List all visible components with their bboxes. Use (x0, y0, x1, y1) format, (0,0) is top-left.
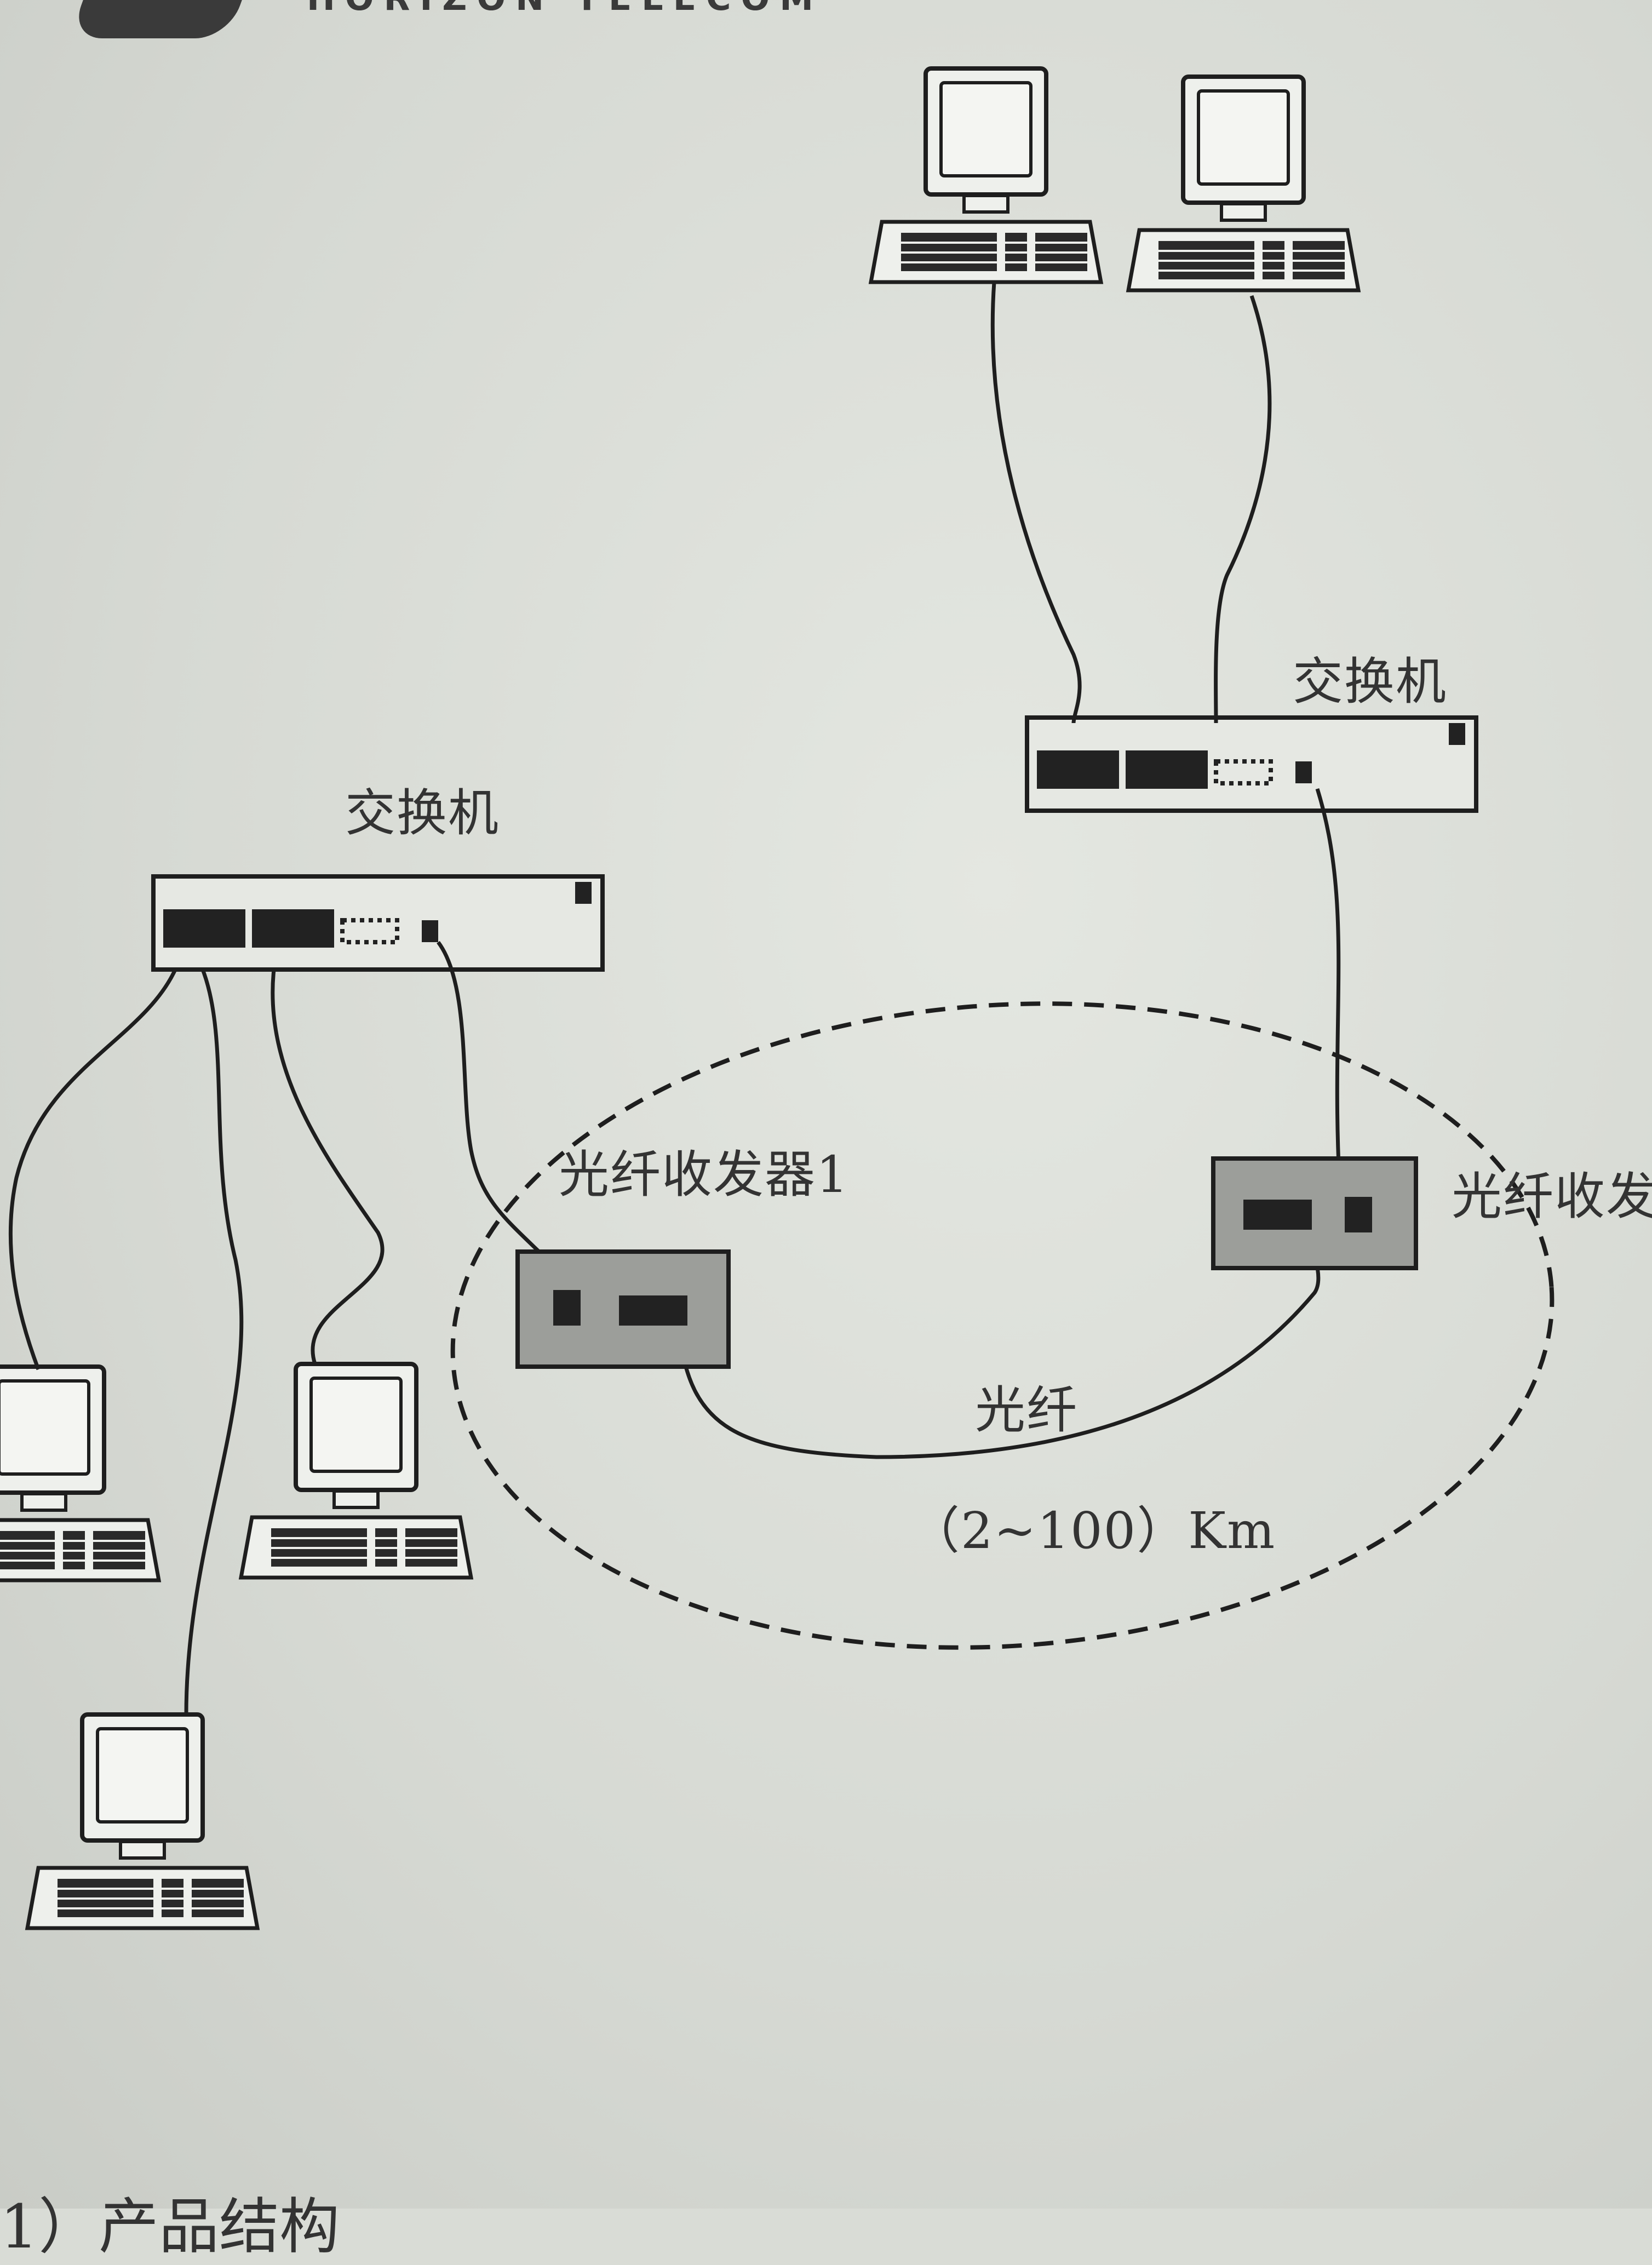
computer-icon (1128, 77, 1358, 290)
switch-icon (1027, 718, 1476, 811)
distance-label: （2~100）Km (909, 1501, 1276, 1560)
network-diagram (0, 0, 1555, 2209)
brand-name: HORIZON TELECOM (307, 0, 823, 18)
computer-icon (241, 1364, 471, 1578)
fiber-transceiver-icon (1211, 1156, 1418, 1270)
section-heading: 1）产品结构 (0, 2192, 340, 2262)
fiber-transceiver-icon (515, 1249, 731, 1369)
switch-icon (153, 876, 603, 970)
computer-icon (27, 1714, 257, 1928)
switch-label-left: 交换机 (345, 784, 500, 842)
transceiver1-label: 光纤收发器1 (559, 1145, 850, 1204)
computer-icon (0, 1367, 159, 1580)
computer-icon (871, 68, 1101, 282)
fiber-label: 光纤 (975, 1381, 1079, 1440)
transceiver2-label: 光纤收发 (1452, 1167, 1652, 1226)
switch-label-right: 交换机 (1293, 652, 1448, 711)
